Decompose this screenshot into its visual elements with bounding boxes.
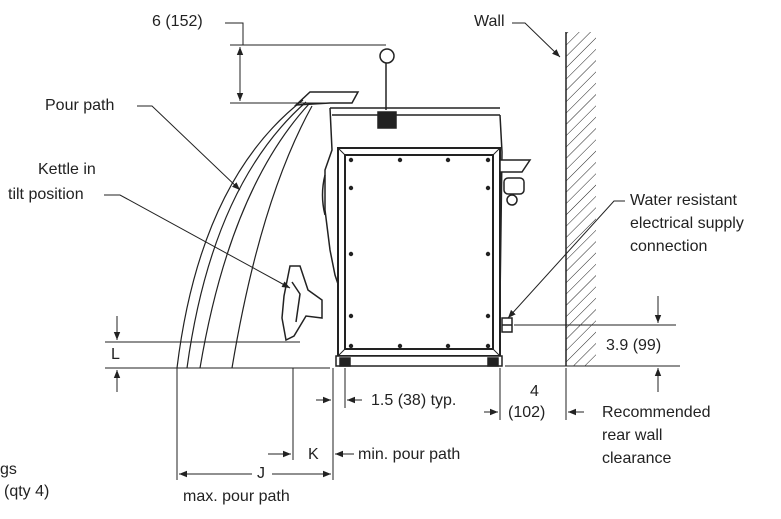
wall <box>565 32 596 366</box>
dim-152 <box>225 22 386 104</box>
pour-path-label: Pour path <box>45 97 115 114</box>
electrical-label-line2: electrical supply <box>630 215 744 232</box>
tilt-lever <box>377 48 397 129</box>
dim-4-label: 4 <box>530 383 539 400</box>
clearance-label-line2: rear wall <box>602 427 663 444</box>
kettle-tilt-outline <box>281 265 323 342</box>
dim-K-label: K <box>308 446 319 463</box>
clearance-label-line3: clearance <box>602 450 672 467</box>
cabinet-screws <box>348 157 491 349</box>
clearance-label-line1: Recommended <box>602 404 711 421</box>
side-hardware <box>499 159 532 333</box>
legs-label-line1: gs <box>0 461 17 478</box>
kettle-body <box>321 107 503 301</box>
min-pour-label: min. pour path <box>358 446 461 463</box>
kettle-tilt-label-line1: Kettle in <box>38 161 96 178</box>
leader-lines <box>104 22 625 319</box>
dim-99-label: 3.9 (99) <box>606 337 662 354</box>
dim-99 <box>514 296 676 392</box>
legs-label-line2: (qty 4) <box>4 483 50 500</box>
wall-label: Wall <box>474 13 505 30</box>
extension-lines <box>176 368 567 480</box>
electrical-label-line1: Water resistant <box>630 192 737 209</box>
dim-102-label: (102) <box>508 404 546 421</box>
dim-L-label: L <box>111 346 120 363</box>
electrical-label-line3: connection <box>630 238 708 255</box>
dim-38-label: 1.5 (38) typ. <box>371 392 457 409</box>
pour-path-curves <box>176 99 313 369</box>
dim-J-label: J <box>257 465 265 482</box>
kettle-tilt-label-line2: tilt position <box>8 186 84 203</box>
cabinet-base <box>335 355 503 367</box>
cabinet <box>337 147 501 357</box>
max-pour-label: max. pour path <box>183 488 290 505</box>
dim-top-label: 6 (152) <box>152 13 203 30</box>
